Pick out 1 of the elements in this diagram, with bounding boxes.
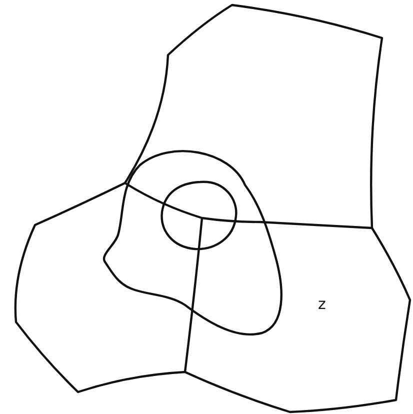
- region-letter: z: [318, 296, 326, 312]
